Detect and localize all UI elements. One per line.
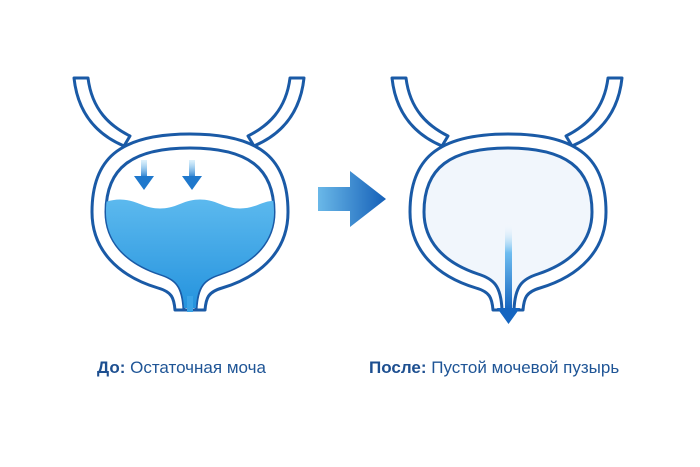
inflow-arrow-left-icon [134,160,154,190]
caption-after-label: После: [369,358,427,377]
drain-arrow-icon [497,222,520,324]
caption-before-label: До: [97,358,126,377]
bladder-before [72,76,306,312]
left-ureter-icon [390,76,450,148]
right-ureter-icon [246,76,306,148]
caption-before-description: Остаточная моча [130,358,266,377]
caption-after: После: Пустой мочевой пузырь [369,357,619,379]
inflow-arrow-right-icon [182,160,202,190]
caption-after-description: Пустой мочевой пузырь [431,358,620,377]
left-ureter-icon [72,76,132,148]
urethra-stream [187,296,193,312]
bladder-after [390,76,624,324]
arrow-right-icon [318,171,386,227]
right-ureter-icon [564,76,624,148]
caption-before: До: Остаточная моча [97,357,266,379]
